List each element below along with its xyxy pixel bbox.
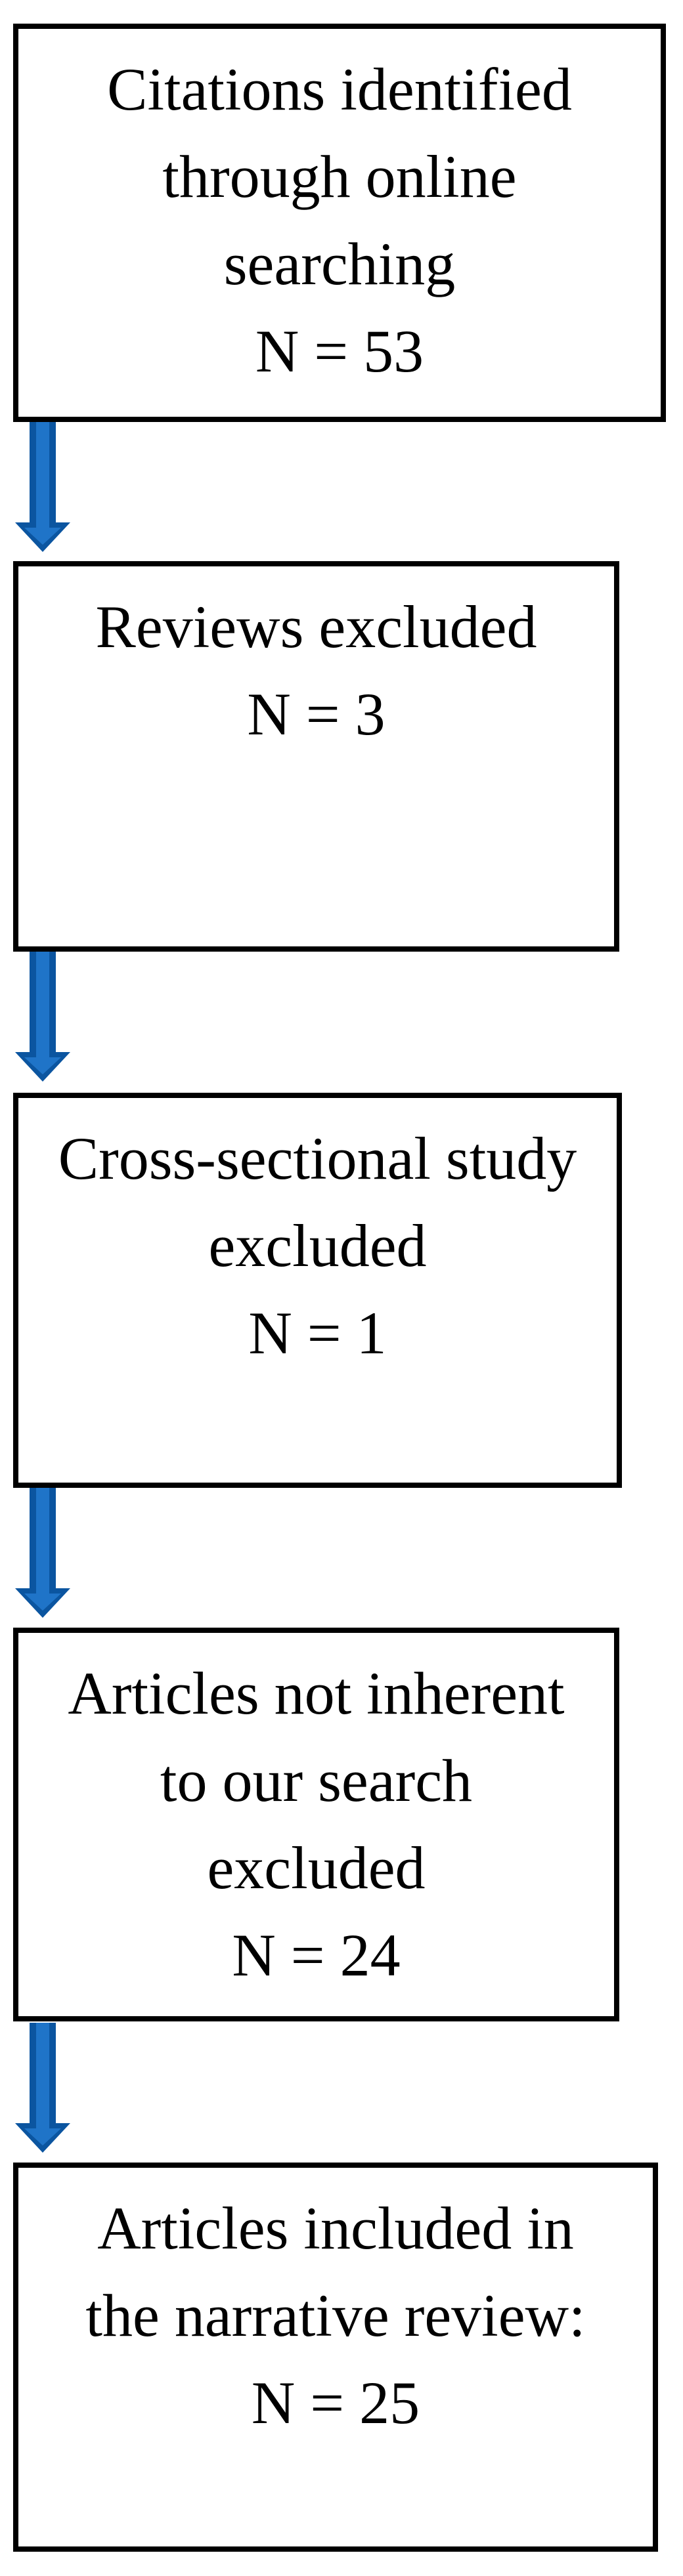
box-not-inherent-excluded-text: Articles not inherent to our search excl… — [18, 1633, 614, 1999]
box-n-value: N = 25 — [251, 2369, 420, 2436]
box-text-line: to our search — [160, 1747, 473, 1814]
down-arrow-icon — [15, 2023, 70, 2153]
box-n-value: N = 3 — [247, 681, 386, 748]
box-citations-identified-text: Citations identified through online sear… — [18, 29, 661, 395]
box-text-line: Reviews excluded — [95, 593, 537, 660]
box-articles-included: Articles included in the narrative revie… — [13, 2163, 658, 2552]
box-text-line: through online — [162, 143, 517, 210]
box-text-line: the narrative review: — [85, 2282, 586, 2349]
box-citations-identified: Citations identified through online sear… — [13, 24, 666, 422]
box-reviews-excluded-text: Reviews excluded N = 3 — [18, 566, 614, 758]
box-n-value: N = 24 — [232, 1922, 401, 1989]
box-text-line: excluded — [208, 1212, 427, 1279]
down-arrow-icon — [15, 1488, 70, 1618]
box-text-line: Articles included in — [97, 2195, 574, 2262]
box-text-line: Articles not inherent — [68, 1660, 565, 1727]
box-text-line: excluded — [207, 1834, 426, 1901]
box-cross-sectional-excluded-text: Cross-sectional study excluded N = 1 — [18, 1098, 617, 1377]
box-text-line: Cross-sectional study — [58, 1125, 577, 1192]
down-arrow-icon — [15, 422, 70, 552]
box-not-inherent-excluded: Articles not inherent to our search excl… — [13, 1628, 619, 2021]
box-text-line: searching — [223, 230, 456, 297]
box-text-line: Citations identified — [107, 56, 572, 123]
box-cross-sectional-excluded: Cross-sectional study excluded N = 1 — [13, 1093, 622, 1488]
down-arrow-icon — [15, 952, 70, 1082]
box-n-value: N = 53 — [255, 318, 424, 385]
box-articles-included-text: Articles included in the narrative revie… — [18, 2168, 653, 2447]
box-reviews-excluded: Reviews excluded N = 3 — [13, 561, 619, 952]
box-n-value: N = 1 — [248, 1299, 387, 1366]
